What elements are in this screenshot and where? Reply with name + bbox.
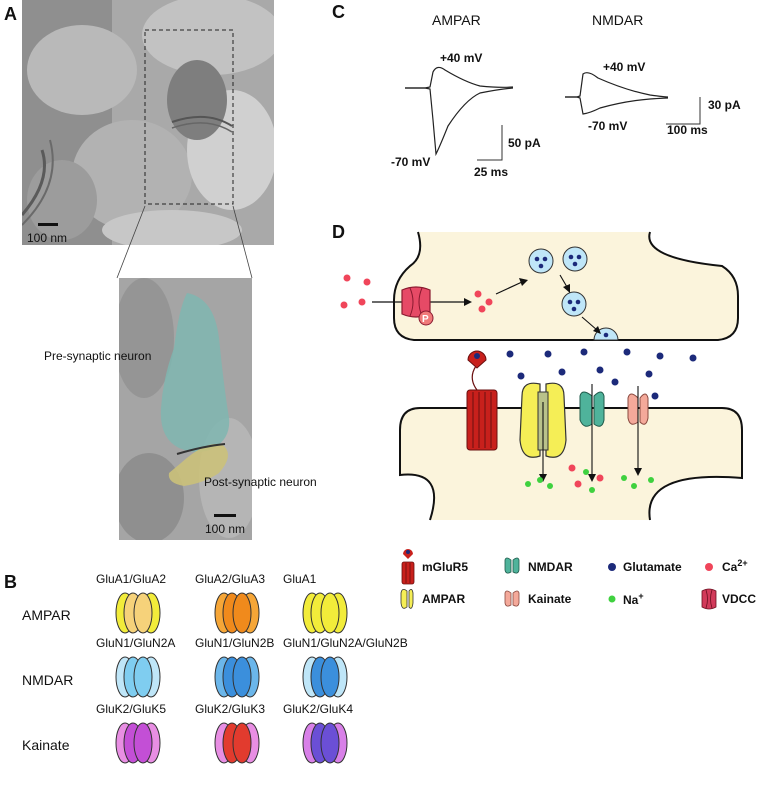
legend-calcium-label: Ca2+: [722, 558, 748, 574]
legend-calcium-sup: 2+: [737, 558, 748, 568]
subunit-glyph: [302, 656, 348, 698]
subunit-label: GluN1/GluN2A: [96, 636, 176, 650]
subunit-lobe: [232, 722, 252, 764]
subunit-lobe: [320, 656, 340, 698]
subunit-lobe: [133, 722, 153, 764]
ampar-trace-plus40: [405, 66, 514, 89]
subunit-glyph: [214, 656, 260, 698]
legend-nmdar-icon: [504, 557, 520, 574]
postsynaptic-highlight: [168, 444, 228, 486]
vdcc-channel: [401, 286, 434, 326]
nmdar-trace-plus40: [565, 72, 669, 98]
em-image-top: [22, 0, 274, 245]
synapse-diagram: P: [340, 231, 743, 521]
ampar-scale-y-label: 50 pA: [508, 136, 541, 150]
subunit-label: GluK2/GluK4: [283, 702, 354, 716]
em-image-top-texture: [22, 0, 274, 245]
subunit-glyph: [115, 722, 161, 764]
subunit-glyph: [302, 592, 348, 634]
legend-mglur5-icon: [401, 549, 415, 585]
ampar-scale-x-label: 25 ms: [474, 165, 509, 179]
scale-bar-top-label: 100 nm: [27, 231, 68, 245]
nmdar-scale-y-label: 30 pA: [708, 98, 741, 112]
em-image-zoom: [119, 278, 252, 540]
legend-mglur5-label: mGluR5: [422, 560, 469, 574]
legend-sodium-label: Na+: [623, 591, 644, 607]
receptor-class-kainate: Kainate: [22, 737, 70, 753]
subunit-glyph: [214, 722, 260, 764]
subunit-label: GluA1/GluA2: [96, 572, 167, 586]
legend-icons: [400, 549, 717, 610]
panel-b-letter: B: [4, 572, 17, 592]
legend-sodium-sup: +: [638, 591, 644, 601]
panel-d-letter: D: [332, 222, 345, 242]
synaptic-vesicles: [528, 246, 619, 341]
ampar-trace-minus70: [405, 87, 514, 157]
postsynaptic-terminal: [399, 407, 743, 521]
legend-calcium-text: Ca: [722, 560, 738, 574]
ampar-trace-title: AMPAR: [432, 12, 481, 28]
legend-vdcc-label: VDCC: [722, 592, 757, 606]
zoom-guide-lines: [116, 205, 253, 279]
subunit-lobe: [133, 592, 153, 634]
subunit-label: GluK2/GluK5: [96, 702, 167, 716]
nmdar-trace-title: NMDAR: [592, 12, 644, 28]
ampar-plus40-label: +40 mV: [440, 51, 483, 65]
subunit-glyph: [302, 722, 348, 764]
nmdar-trace-minus70: [565, 96, 669, 115]
ampar-minus70-label: -70 mV: [391, 155, 431, 169]
nmdar-plus40-label: +40 mV: [603, 60, 646, 74]
subunit-lobe: [320, 722, 340, 764]
kainate-receptor: [627, 393, 649, 425]
intracellular-calcium: [474, 290, 493, 313]
subunit-lobe: [133, 656, 153, 698]
pre-synaptic-label: Pre-synaptic neuron: [44, 349, 152, 363]
legend-glutamate-icon: [608, 563, 616, 571]
post-synaptic-label: Post-synaptic neuron: [204, 475, 317, 489]
nmdar-minus70-label: -70 mV: [588, 119, 628, 133]
nmdar-receptor: [579, 391, 605, 427]
legend-kainate-label: Kainate: [528, 592, 572, 606]
subunit-label: GluN1/GluN2B: [195, 636, 275, 650]
extracellular-calcium: [340, 274, 371, 309]
subunit-lobe: [320, 592, 340, 634]
mglur5-receptor: [466, 350, 498, 451]
em-image-zoom-texture: [119, 278, 252, 540]
phospho-label: P: [422, 314, 429, 325]
subunit-label: GluA1: [283, 572, 317, 586]
subunit-label: GluN1/GluN2A/GluN2B: [283, 636, 408, 650]
presynaptic-highlight: [160, 293, 230, 452]
subunit-lobe: [232, 592, 252, 634]
subunit-label: GluA2/GluA3: [195, 572, 266, 586]
subunit-glyph: [115, 592, 161, 634]
legend-sodium-icon: [608, 595, 616, 603]
current-traces: [405, 66, 701, 161]
ampar-scale-bar: [477, 125, 503, 161]
legend-nmdar-label: NMDAR: [528, 560, 573, 574]
legend-ampar-label: AMPAR: [422, 592, 466, 606]
receptor-class-ampar: AMPAR: [22, 607, 71, 623]
legend-glutamate-label: Glutamate: [623, 560, 682, 574]
nmdar-scale-x-label: 100 ms: [667, 123, 708, 137]
legend-kainate-icon: [504, 590, 520, 607]
subunit-lobe: [232, 656, 252, 698]
subunit-glyph: [214, 592, 260, 634]
legend-ampar-icon: [400, 589, 414, 609]
subunit-glyph: [115, 656, 161, 698]
intracellular-ions: [525, 464, 654, 493]
scale-bar-zoom-label: 100 nm: [205, 522, 246, 536]
panel-a-letter: A: [4, 4, 17, 24]
legend-calcium-icon: [705, 563, 713, 571]
subunit-label: GluK2/GluK3: [195, 702, 266, 716]
nmdar-scale-bar: [666, 97, 701, 125]
panel-c-letter: C: [332, 2, 345, 22]
glutamate-molecules: [506, 348, 697, 400]
receptor-class-nmdar: NMDAR: [22, 672, 74, 688]
legend-vdcc-icon: [701, 588, 717, 610]
legend-sodium-text: Na: [623, 593, 639, 607]
